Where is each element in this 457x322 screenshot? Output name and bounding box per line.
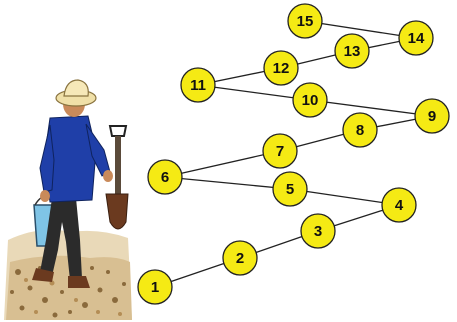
node-circle — [342, 112, 378, 148]
path-edge-9-10 — [309, 99, 433, 117]
node-13: 13 — [334, 33, 370, 69]
path-edge-4-5 — [289, 188, 400, 206]
right-boot — [68, 276, 90, 288]
node-circle — [292, 82, 328, 118]
node-8: 8 — [342, 112, 378, 148]
node-circle — [180, 67, 216, 103]
torso — [39, 115, 111, 203]
node-label: 7 — [276, 143, 284, 160]
farmer-illustration — [4, 79, 132, 320]
legs — [40, 198, 82, 280]
node-11: 11 — [180, 67, 216, 103]
path-edge-5-6 — [164, 176, 291, 190]
node-label: 9 — [428, 108, 436, 125]
node-circle — [300, 213, 336, 249]
node-label: 8 — [356, 122, 364, 139]
node-label: 15 — [297, 13, 314, 30]
node-label: 5 — [286, 181, 294, 198]
node-circle — [398, 20, 434, 56]
straw-hat — [55, 79, 97, 107]
path-edge-10-11 — [197, 84, 311, 101]
node-circle — [147, 159, 183, 195]
node-2: 2 — [222, 240, 258, 276]
node-circle — [263, 50, 299, 86]
node-circle — [414, 98, 450, 134]
node-10: 10 — [292, 82, 328, 118]
spade-icon — [105, 125, 129, 230]
node-label: 11 — [190, 77, 206, 94]
node-12: 12 — [263, 50, 299, 86]
node-label: 12 — [273, 60, 290, 77]
node-label: 3 — [314, 223, 322, 240]
node-4: 4 — [381, 187, 417, 223]
left-hand — [40, 190, 50, 202]
node-5: 5 — [272, 171, 308, 207]
node-circle — [334, 33, 370, 69]
node-15: 15 — [287, 3, 323, 39]
node-1: 1 — [137, 269, 173, 305]
node-circle — [381, 187, 417, 223]
node-label: 10 — [302, 92, 319, 109]
path-edge-6-7 — [164, 150, 281, 178]
node-circle — [287, 3, 323, 39]
left-boot — [32, 268, 54, 282]
right-hand — [103, 170, 113, 182]
node-circle — [222, 240, 258, 276]
node-label: 1 — [151, 279, 159, 296]
node-label: 4 — [395, 197, 404, 214]
node-14: 14 — [398, 20, 434, 56]
node-6: 6 — [147, 159, 183, 195]
node-circle — [272, 171, 308, 207]
node-3: 3 — [300, 213, 336, 249]
node-label: 14 — [408, 30, 425, 47]
node-circle — [137, 269, 173, 305]
node-9: 9 — [414, 98, 450, 134]
node-label: 6 — [161, 169, 169, 186]
node-7: 7 — [262, 133, 298, 169]
node-label: 13 — [344, 43, 361, 60]
node-label: 2 — [236, 250, 244, 267]
path-edge-14-15 — [304, 20, 417, 39]
node-circle — [262, 133, 298, 169]
